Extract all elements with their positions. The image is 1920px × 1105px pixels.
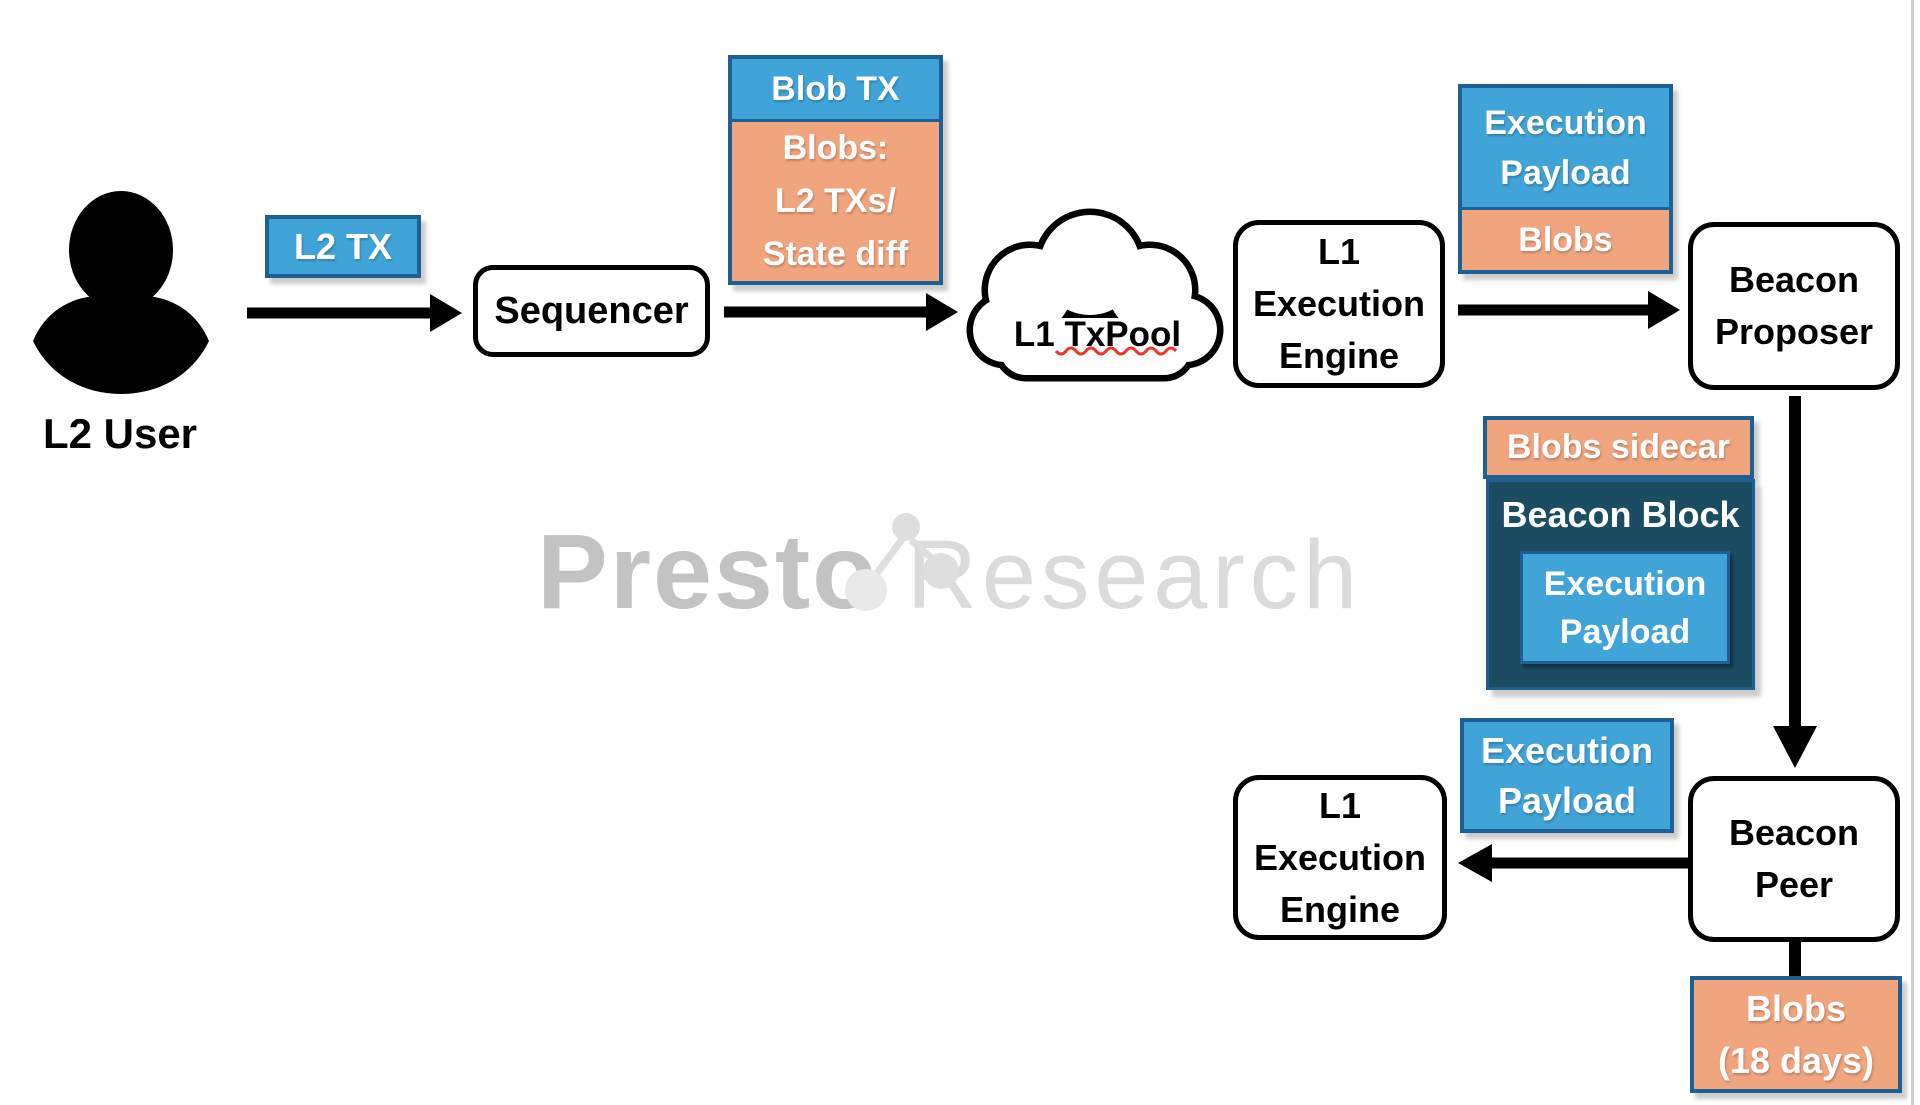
right-edge-line	[1911, 0, 1914, 1105]
blob-tx-body: Blobs: L2 TXs/ State diff	[732, 119, 939, 281]
engine-line: Execution	[1253, 836, 1427, 878]
sequencer-node: Sequencer	[473, 265, 710, 357]
watermark: Presto Research	[537, 512, 1437, 642]
payload-line: Execution	[1543, 564, 1707, 603]
arrow-engine-to-proposer	[1458, 291, 1680, 329]
l2-user-label: L2 User	[42, 410, 198, 457]
payload-line: Payload	[1497, 779, 1637, 821]
blobs-sidecar-label: Blobs sidecar	[1507, 428, 1730, 466]
proposer-line: Proposer	[1714, 311, 1874, 352]
blob-tx-line: Blobs:	[782, 129, 889, 167]
cloud-shape	[966, 208, 1224, 382]
engine-line: Engine	[1279, 888, 1400, 930]
beacon-block-label: Beacon Block	[1501, 494, 1740, 535]
blobs-line: (18 days)	[1717, 1039, 1875, 1081]
watermark-suffix: Research	[906, 520, 1363, 629]
l2-tx-tag: L2 TX	[265, 215, 421, 278]
spellcheck-squiggle	[1054, 346, 1178, 356]
beacon-block-execution-payload: Execution Payload	[1520, 551, 1730, 664]
l2-tx-label: L2 TX	[293, 225, 392, 267]
blob-tx-header: Blob TX	[732, 59, 939, 119]
blobs-sidecar-tag: Blobs sidecar	[1483, 416, 1754, 479]
engine-line: L1	[1317, 231, 1360, 272]
execution-payload-top-segment: Execution Payload	[1462, 88, 1669, 207]
sequencer-label: Sequencer	[494, 289, 689, 332]
user-icon	[33, 191, 209, 394]
l1-execution-engine-top: L1 Execution Engine	[1233, 220, 1445, 388]
arrow-peer-to-engine	[1458, 844, 1688, 882]
blobs-top-segment: Blobs	[1462, 207, 1669, 270]
watermark-molecule-icon	[845, 513, 959, 611]
arrow-l2user-to-sequencer	[247, 294, 462, 332]
execution-payload-blobs-stack: Execution Payload Blobs	[1458, 84, 1673, 274]
blobs-retention-tag: Blobs (18 days)	[1690, 976, 1902, 1093]
blobs-line: Blobs	[1745, 987, 1846, 1029]
payload-line: Payload	[1500, 153, 1631, 192]
payload-line: Execution	[1484, 103, 1647, 142]
payload-line: Execution	[1480, 729, 1654, 771]
engine-line: Engine	[1278, 335, 1399, 376]
beacon-proposer-node: Beacon Proposer	[1688, 222, 1900, 390]
engine-line: L1	[1318, 784, 1361, 826]
execution-payload-bottom-tag: Execution Payload	[1460, 718, 1674, 833]
l1-execution-engine-bottom: L1 Execution Engine	[1233, 775, 1447, 940]
watermark-brand: Presto	[537, 513, 879, 631]
blob-tx-stack: Blob TX Blobs: L2 TXs/ State diff	[728, 55, 943, 285]
blob-tx-header-label: Blob TX	[771, 69, 900, 108]
peer-line: Peer	[1754, 864, 1834, 905]
beacon-block-group: Beacon Block Execution Payload	[1486, 479, 1755, 690]
proposer-line: Beacon	[1728, 259, 1860, 300]
blob-tx-line: L2 TXs/	[775, 182, 896, 220]
engine-line: Execution	[1252, 283, 1426, 324]
blobs-label: Blobs	[1518, 220, 1613, 259]
blob-tx-line: State diff	[762, 235, 909, 273]
l1-txpool-label: L1 TxPool	[1013, 315, 1182, 354]
arrow-sequencer-to-txpool	[724, 293, 958, 331]
peer-line: Beacon	[1728, 812, 1860, 853]
beacon-peer-node: Beacon Peer	[1688, 776, 1900, 942]
arrow-proposer-to-peer	[1773, 396, 1817, 768]
payload-line: Payload	[1559, 612, 1691, 651]
